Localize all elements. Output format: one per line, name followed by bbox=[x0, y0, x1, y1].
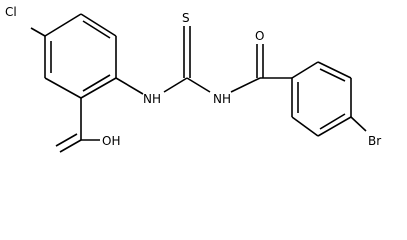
nh-to-thiocarbonyl-bond bbox=[163, 77, 188, 93]
chlorobenzoic-acid-ring bbox=[44, 13, 117, 99]
thione-sulfur: S bbox=[182, 11, 190, 25]
ring-a-double-1 bbox=[82, 20, 111, 39]
nh-right-nitrogen: N bbox=[213, 92, 222, 106]
nh-to-amide-carbon-bond bbox=[230, 77, 261, 93]
chemical-structure-diagram: Cl OH N H S N H O Br bbox=[5, 5, 381, 153]
chlorine-atom: Cl bbox=[5, 5, 17, 19]
ring-b-bond-1 bbox=[291, 61, 319, 79]
ring-b-double-2 bbox=[319, 113, 346, 130]
chloro-bond bbox=[30, 27, 46, 37]
carbonyl-oxygen-double bbox=[55, 133, 78, 147]
nh-left-nitrogen: N bbox=[143, 92, 152, 106]
bromo-bond bbox=[350, 116, 367, 132]
ring-a-bond-4 bbox=[44, 77, 82, 99]
amide-oxygen: O bbox=[255, 29, 264, 43]
ring-b-bond-4 bbox=[317, 116, 352, 137]
ring-a-bond-3 bbox=[80, 77, 117, 99]
thiocarbonyl-to-nh-bond bbox=[186, 77, 211, 93]
nh-left-hydrogen: H bbox=[152, 92, 161, 106]
carbonyl-oxygen-bond bbox=[59, 139, 82, 153]
ring-b-bond-2 bbox=[317, 61, 352, 79]
ring-b-bond-5 bbox=[291, 116, 319, 137]
bromophenyl-ring bbox=[291, 61, 352, 137]
ring-to-nh-bond bbox=[115, 77, 144, 95]
carboxyl-hydroxyl: OH bbox=[102, 134, 120, 148]
ring-b-double-1 bbox=[319, 68, 346, 82]
bromine-atom: Br bbox=[368, 134, 381, 148]
ring-a-bond-1 bbox=[80, 13, 117, 37]
ring-a-double-2 bbox=[82, 74, 111, 92]
ring-a-bond-6 bbox=[44, 13, 82, 37]
nh-right-hydrogen: H bbox=[222, 92, 231, 106]
